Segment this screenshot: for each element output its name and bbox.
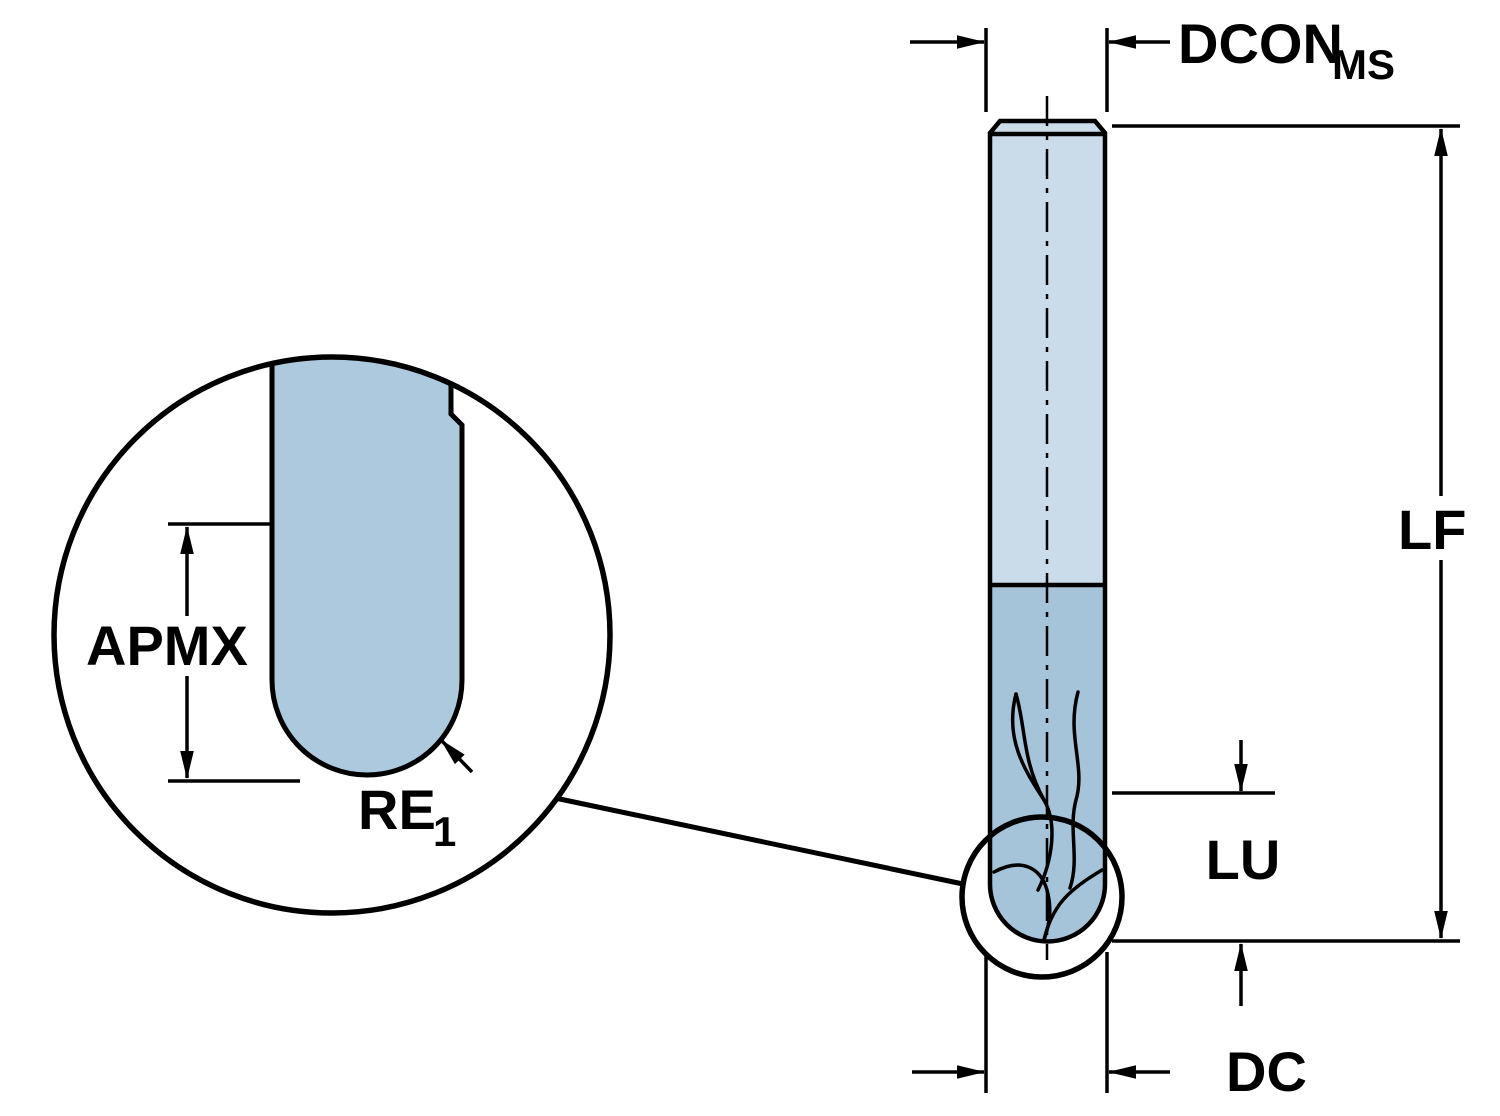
dcon-label-subscript: MS xyxy=(1332,41,1395,88)
detail-circle xyxy=(51,354,613,916)
lf-label-background xyxy=(1392,496,1472,560)
re1-callout: RE 1 xyxy=(358,738,474,855)
re1-label: RE xyxy=(358,778,436,841)
dcon-label: DCON xyxy=(1178,12,1343,75)
tool-flute-fill xyxy=(990,585,1105,942)
ball-nose-profile xyxy=(269,359,465,778)
re1-leader-arrow xyxy=(439,738,474,774)
detail-view: APMX RE 1 xyxy=(51,354,1125,980)
apmx-label-background xyxy=(80,616,260,676)
detail-connector-line xyxy=(554,795,964,887)
ball-nose-edge-right xyxy=(1042,868,1104,942)
apmx-label: APMX xyxy=(86,614,248,677)
lf-label: LF xyxy=(1398,498,1466,561)
detail-magnified-profile-group xyxy=(269,359,465,778)
tool-shank-fill xyxy=(990,121,1105,585)
lu-label: LU xyxy=(1206,828,1281,891)
re1-label-subscript: 1 xyxy=(433,808,456,855)
dc-dimension: DC xyxy=(912,952,1307,1103)
dcon-dimension: DCON MS xyxy=(910,12,1395,112)
flute-edge-left-inner xyxy=(1014,692,1046,802)
apmx-dimension: APMX xyxy=(80,522,300,783)
end-mill-tool xyxy=(987,96,1108,960)
flute-edge-right xyxy=(1068,690,1081,890)
lu-dimension: LU xyxy=(1112,740,1280,1006)
dc-label: DC xyxy=(1226,1040,1307,1103)
lf-dimension: LF xyxy=(1112,124,1472,943)
tool-outline xyxy=(987,118,1108,944)
detail-target-circle xyxy=(959,814,1125,980)
